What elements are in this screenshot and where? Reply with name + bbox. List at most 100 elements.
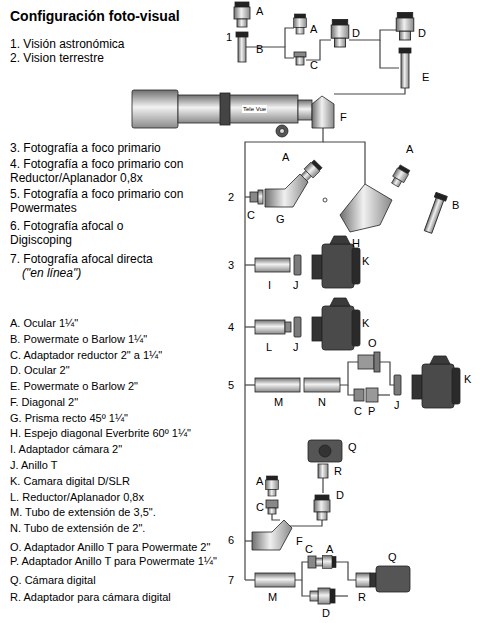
camera-body <box>322 306 354 350</box>
connector-line <box>245 128 323 580</box>
connector-line <box>245 540 252 541</box>
camera-prism <box>330 236 350 244</box>
eyepiece-body <box>331 25 349 38</box>
small-mark <box>323 198 327 202</box>
callout-label: A <box>256 474 263 488</box>
camera-prism <box>330 298 350 306</box>
legend-item: E. Powermate o Barlow 2" <box>10 379 138 393</box>
eyepiece-body <box>318 588 330 604</box>
legend-item: O. Adaptador Anillo T para Powermate 2" <box>10 540 210 554</box>
callout-label: A <box>256 4 263 18</box>
eyepiece-barrel <box>316 558 322 566</box>
connector-line <box>322 478 323 493</box>
legend-item: 7. Fotografía afocal directa <box>10 252 153 266</box>
callout-label: F <box>296 534 303 548</box>
connector-line <box>285 28 294 47</box>
adapter <box>354 389 364 401</box>
drawing <box>132 2 460 604</box>
connector-line <box>380 362 394 385</box>
diagonal <box>312 96 334 128</box>
callout-label: M <box>274 395 283 409</box>
callout-label: K <box>464 372 471 386</box>
barlow-tube <box>401 53 409 88</box>
compact-camera <box>376 566 410 592</box>
callout-label: A <box>310 22 317 36</box>
camera-grip <box>452 368 460 404</box>
callout-label: B <box>452 198 459 212</box>
legend-item: 4. Fotografía a foco primario con Reduct… <box>10 157 188 185</box>
connector-line <box>323 142 365 184</box>
barlow-cap <box>236 32 248 37</box>
eyepiece-body <box>294 18 307 28</box>
legend-item: J. Anillo T <box>10 458 58 472</box>
connector-line <box>348 385 354 395</box>
connector-line <box>302 580 310 596</box>
callout-label: C <box>354 404 362 418</box>
eyepiece-cap <box>397 12 412 18</box>
eyepiece-barrel <box>296 28 304 34</box>
eyepiece-body <box>322 556 332 569</box>
connector-line <box>340 362 358 385</box>
legend-item: K. Camara digital D/SLR <box>10 474 130 488</box>
callout-label: 4 <box>228 320 234 334</box>
focus-knob <box>280 129 285 134</box>
legend-item: H. Espejo diagonal Everbrite 60º 1¼" <box>10 426 191 440</box>
callout-label: 3 <box>228 258 234 272</box>
adapter <box>258 190 263 204</box>
barlow-cap <box>399 48 411 53</box>
camera-body <box>422 364 454 408</box>
extension-tube <box>304 378 340 392</box>
telescope-tube <box>178 95 298 123</box>
eyepiece-cap <box>332 20 347 26</box>
legend-item: D. Ocular 2" <box>10 363 70 377</box>
callout-label: I <box>268 278 271 292</box>
extension-tube <box>255 573 295 587</box>
camera-lens <box>312 255 322 279</box>
connector-line <box>306 40 331 60</box>
connector-line <box>334 88 405 94</box>
camera-adapter <box>255 258 290 272</box>
focus-knob <box>276 125 288 137</box>
connector-line <box>378 394 390 395</box>
legend-item: 3. Fotografía a foco primario <box>10 141 161 155</box>
camera-lens <box>319 445 331 457</box>
callout-label: N <box>318 395 326 409</box>
camera-grip <box>352 248 360 284</box>
legend-item: I. Adaptador cámara 2" <box>10 442 122 456</box>
connector-line <box>295 562 308 580</box>
barlow <box>422 192 447 234</box>
connector-line <box>245 384 255 385</box>
eyepiece <box>314 495 330 520</box>
eyepiece-barrel <box>335 38 346 47</box>
adapter <box>268 508 276 514</box>
eyepiece-cap <box>294 14 305 18</box>
tube-ring <box>220 93 230 125</box>
callout-label: D <box>336 488 344 502</box>
barlow <box>236 32 248 62</box>
eyepiece-cap <box>330 589 335 603</box>
camera-grip <box>352 310 360 346</box>
brand-label: Tele Vue <box>242 105 267 113</box>
callout-label: K <box>362 254 369 268</box>
callout-label: Q <box>388 550 397 564</box>
eyepiece <box>299 159 322 182</box>
eyepiece-body <box>234 7 250 19</box>
barlow <box>399 48 411 88</box>
callout-label: C <box>247 208 255 222</box>
eyepiece-cap <box>235 2 249 7</box>
barlow-tube <box>424 198 443 234</box>
callout-label: L <box>266 340 272 354</box>
eyepiece <box>310 588 335 604</box>
camera-lens <box>370 573 376 587</box>
callout-label: A <box>406 142 413 156</box>
legend-item: A. Ocular 1¼" <box>10 316 78 330</box>
callout-label: J <box>293 340 299 354</box>
connector-line <box>380 40 399 68</box>
connector-line <box>289 520 322 526</box>
callout-label: C <box>256 500 264 514</box>
camera-lens <box>412 375 422 399</box>
eyepiece <box>234 2 250 27</box>
callout-label: K <box>362 316 369 330</box>
legend-item: ("en línea") <box>22 266 81 280</box>
legend-item: P. Adaptador Anillo T para Powermate 1¼" <box>10 554 217 568</box>
